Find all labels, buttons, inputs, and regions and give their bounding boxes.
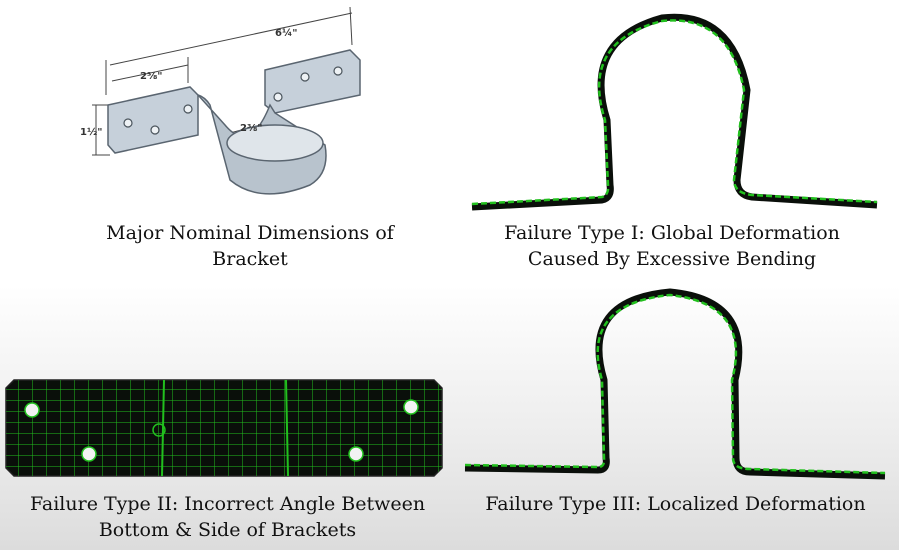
failure2-caption-line1: Failure Type II: Incorrect Angle Between — [30, 493, 426, 515]
failure3-caption: Failure Type III: Localized Deformation — [478, 491, 873, 517]
failure1-caption-line1: Failure Type I: Global Deformation — [504, 222, 840, 244]
failure2-panel — [4, 378, 444, 478]
bracket-dimensions-panel: 6¼" 2⅜" 1½" 2⅜" — [80, 5, 380, 210]
failure3-caption-line1: Failure Type III: Localized Deformation — [485, 493, 866, 515]
bracket-caption: Major Nominal Dimensions of Bracket — [80, 220, 420, 272]
failure1-deformed-shape — [471, 13, 878, 211]
dim-overall: 6¼" — [275, 27, 298, 39]
bracket-caption-line2: Bracket — [212, 248, 288, 270]
failure2-caption-line2: Bottom & Side of Brackets — [98, 519, 357, 541]
failure1-panel — [462, 0, 882, 215]
failure1-caption-line2: Caused By Excessive Bending — [527, 248, 817, 270]
bracket-illustration: 6¼" 2⅜" 1½" 2⅜" — [80, 6, 361, 195]
failure1-caption: Failure Type I: Global Deformation Cause… — [492, 220, 852, 272]
dim-flange: 2⅜" — [140, 71, 163, 82]
failure2-caption: Failure Type II: Incorrect Angle Between… — [30, 491, 425, 543]
dim-height: 1½" — [80, 127, 103, 138]
failure2-mesh-plate — [5, 379, 443, 477]
failure3-panel — [460, 280, 890, 480]
dim-inner: 2⅜" — [240, 123, 263, 134]
failure3-deformed-shape — [464, 288, 886, 480]
bracket-caption-line1: Major Nominal Dimensions of — [106, 222, 394, 244]
